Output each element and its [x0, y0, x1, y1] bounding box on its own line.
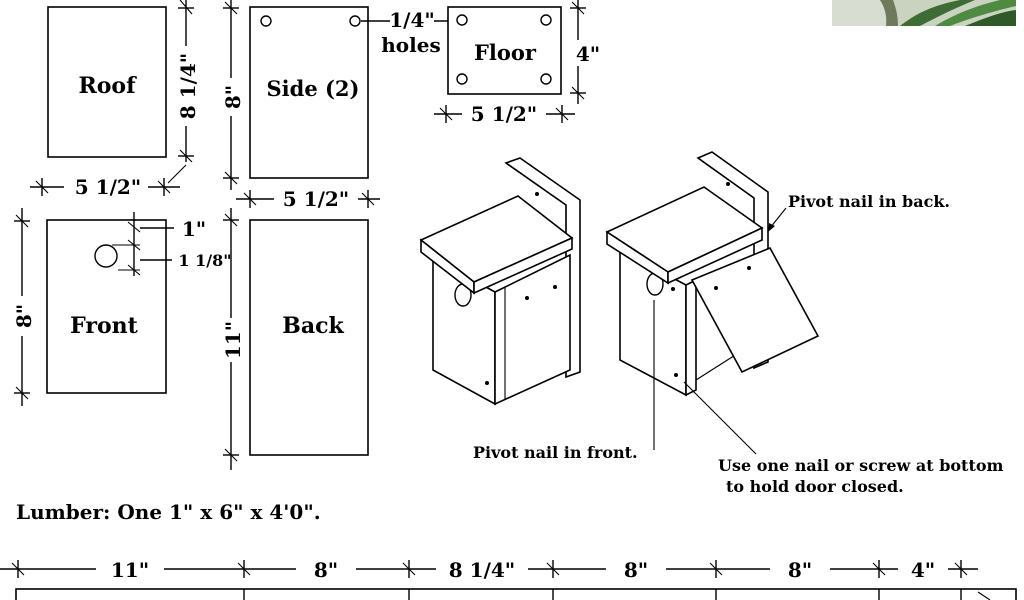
nail-note: Use one nail or screw at bottom to hold … [683, 381, 1004, 496]
nail-line2-text: to hold door closed. [726, 477, 904, 496]
cut-length-6: 4" [911, 558, 935, 582]
cut-length-2: 8" [314, 558, 338, 582]
floor-width-text: 5 1/2" [471, 102, 537, 126]
pivot-front-text: Pivot nail in front. [473, 443, 638, 462]
pivot-back-note: Pivot nail in back. [768, 192, 950, 232]
side-width-dimension: 5 1/2" [236, 187, 380, 211]
roof-width-text: 5 1/2" [75, 175, 141, 199]
side-width-text: 5 1/2" [283, 187, 349, 211]
front-height-dimension: 8" [10, 208, 36, 406]
lumber-board [15, 588, 1017, 600]
pivot-back-text: Pivot nail in back. [788, 192, 950, 211]
cut-length-4: 8" [624, 558, 648, 582]
floor-height-text: 4" [576, 42, 600, 66]
back-label: Back [282, 313, 344, 339]
floor-label: Floor [474, 40, 537, 65]
pivot-front-note: Pivot nail in front. [473, 300, 655, 462]
front-panel: Front [46, 219, 167, 394]
holes-word-text: holes [381, 33, 440, 57]
roof-height-dimension: 8 1/4" [176, 0, 200, 163]
hole-diameter-text: 1 1/8" [178, 251, 231, 270]
plant-photo [832, 0, 1016, 26]
nail-line1-text: Use one nail or screw at bottom [718, 456, 1004, 475]
cut-length-1: 11" [111, 558, 149, 582]
floor-panel: Floor [447, 6, 562, 95]
birdhouse-open-illustration [605, 151, 820, 397]
back-height-text: 11" [221, 321, 245, 359]
lumber-label: Lumber: One 1" x 6" x 4'0". [16, 500, 321, 524]
roof-width-dimension: 5 1/2" [30, 164, 187, 199]
hole-offset-text: 1" [182, 217, 206, 241]
side-label: Side (2) [267, 76, 360, 101]
side-height-dimension: 8" [220, 0, 245, 190]
roof-panel: Roof [47, 6, 167, 158]
floor-width-dimension: 5 1/2" [434, 102, 575, 126]
side-panel: Side (2) [249, 6, 369, 179]
cut-length-5: 8" [788, 558, 812, 582]
holes-callout: 1/4" holes [361, 8, 456, 57]
lumber-cut-dimensions: 11" 8" 8 1/4" 8" 8" 4" [0, 557, 978, 582]
floor-height-dimension: 4" [566, 0, 606, 104]
roof-height-text: 8 1/4" [176, 53, 200, 119]
front-label: Front [70, 313, 138, 339]
holes-size-text: 1/4" [389, 8, 435, 32]
roof-label: Roof [78, 73, 137, 99]
back-height-dimension: 11" [218, 208, 245, 470]
birdhouse-closed-illustration [419, 157, 581, 406]
side-height-text: 8" [221, 85, 245, 109]
cut-length-3: 8 1/4" [449, 558, 515, 582]
back-panel: Back [249, 219, 369, 456]
front-height-text: 8" [12, 304, 36, 328]
hole-offset-dimension: 1" 1 1/8" [112, 212, 232, 276]
